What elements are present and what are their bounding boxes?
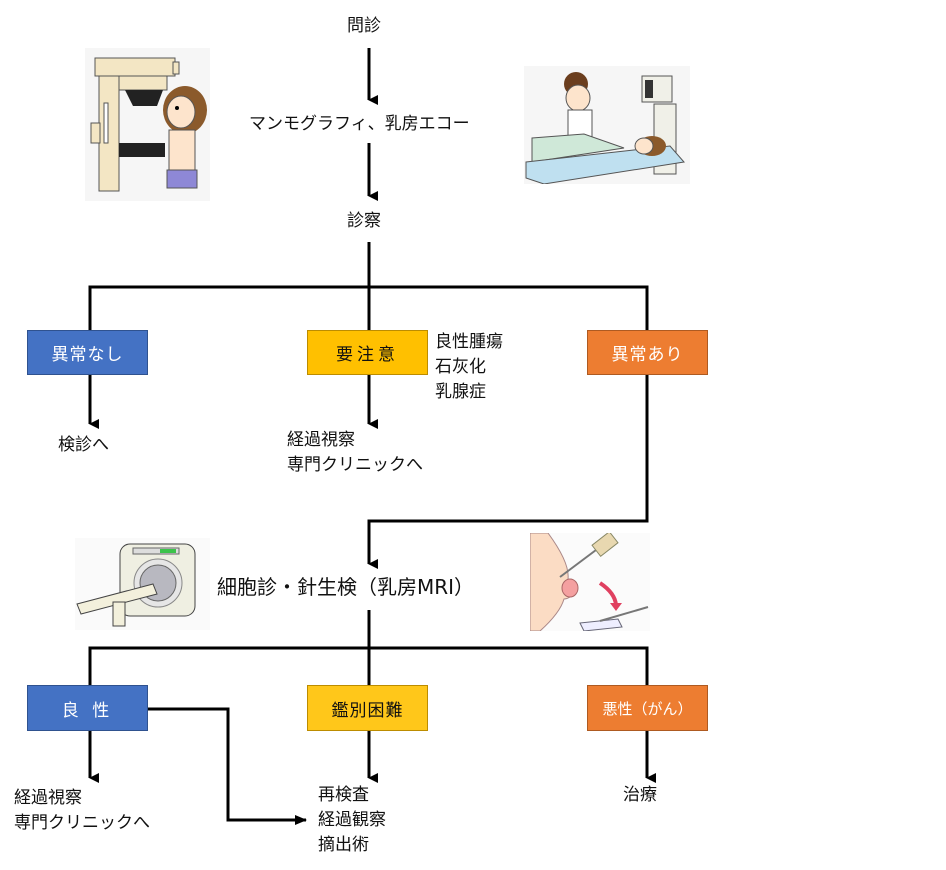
next-item: 再検査 [318,785,369,805]
malignant-next: 治療 [623,785,657,805]
second-branch [88,646,649,685]
next-item: 専門クリニックへ [287,455,423,475]
arrow-benign-to-recheck [148,707,307,825]
result-normal-label: 異常なし [51,345,124,365]
mammography-illustration [85,48,210,201]
normal-next: 検診へ [58,435,109,455]
result-caution-box: 要注意 [307,330,428,375]
first-branch [88,285,649,330]
result-benign-box: 良 性 [27,685,148,731]
result-malignant-label: 悪性（がん） [602,699,693,718]
indeterminate-next: 再検査 経過観察 摘出術 [318,783,386,858]
result-abnormal-box: 異常あり [587,330,708,375]
step-interview: 問診 [347,16,381,36]
step-exam: 診察 [347,211,381,231]
caution-conditions: 良性腫瘍 石灰化 乳腺症 [435,330,503,405]
benign-next: 経過視察 専門クリニックへ [14,786,150,836]
result-normal-box: 異常なし [27,330,148,375]
caution-next: 経過視察 専門クリニックへ [287,428,423,478]
condition-item: 乳腺症 [435,382,486,402]
result-indeterminate-label: 鑑別困難 [331,700,404,721]
result-caution-label: 要注意 [336,345,399,365]
next-item: 摘出術 [318,835,369,855]
next-item: 経過観察 [318,810,386,830]
biopsy-step: 細胞診・針生検（乳房MRI） [217,575,475,599]
result-indeterminate-box: 鑑別困難 [307,685,428,731]
step-imaging: マンモグラフィ、乳房エコー [249,114,470,134]
next-item: 経過視察 [287,430,355,450]
breast-ultrasound-illustration [524,66,690,185]
condition-item: 石灰化 [435,357,486,377]
result-benign-label: 良 性 [61,700,114,721]
condition-item: 良性腫瘍 [435,332,503,352]
result-malignant-box: 悪性（がん） [587,685,708,731]
next-item: 経過視察 [14,788,82,808]
arrow-abnormal-to-biopsy [367,375,649,569]
needle-biopsy-illustration [529,531,650,632]
mri-scanner-illustration [75,538,210,630]
next-item: 専門クリニックへ [14,813,150,833]
result-abnormal-label: 異常あり [611,345,684,365]
